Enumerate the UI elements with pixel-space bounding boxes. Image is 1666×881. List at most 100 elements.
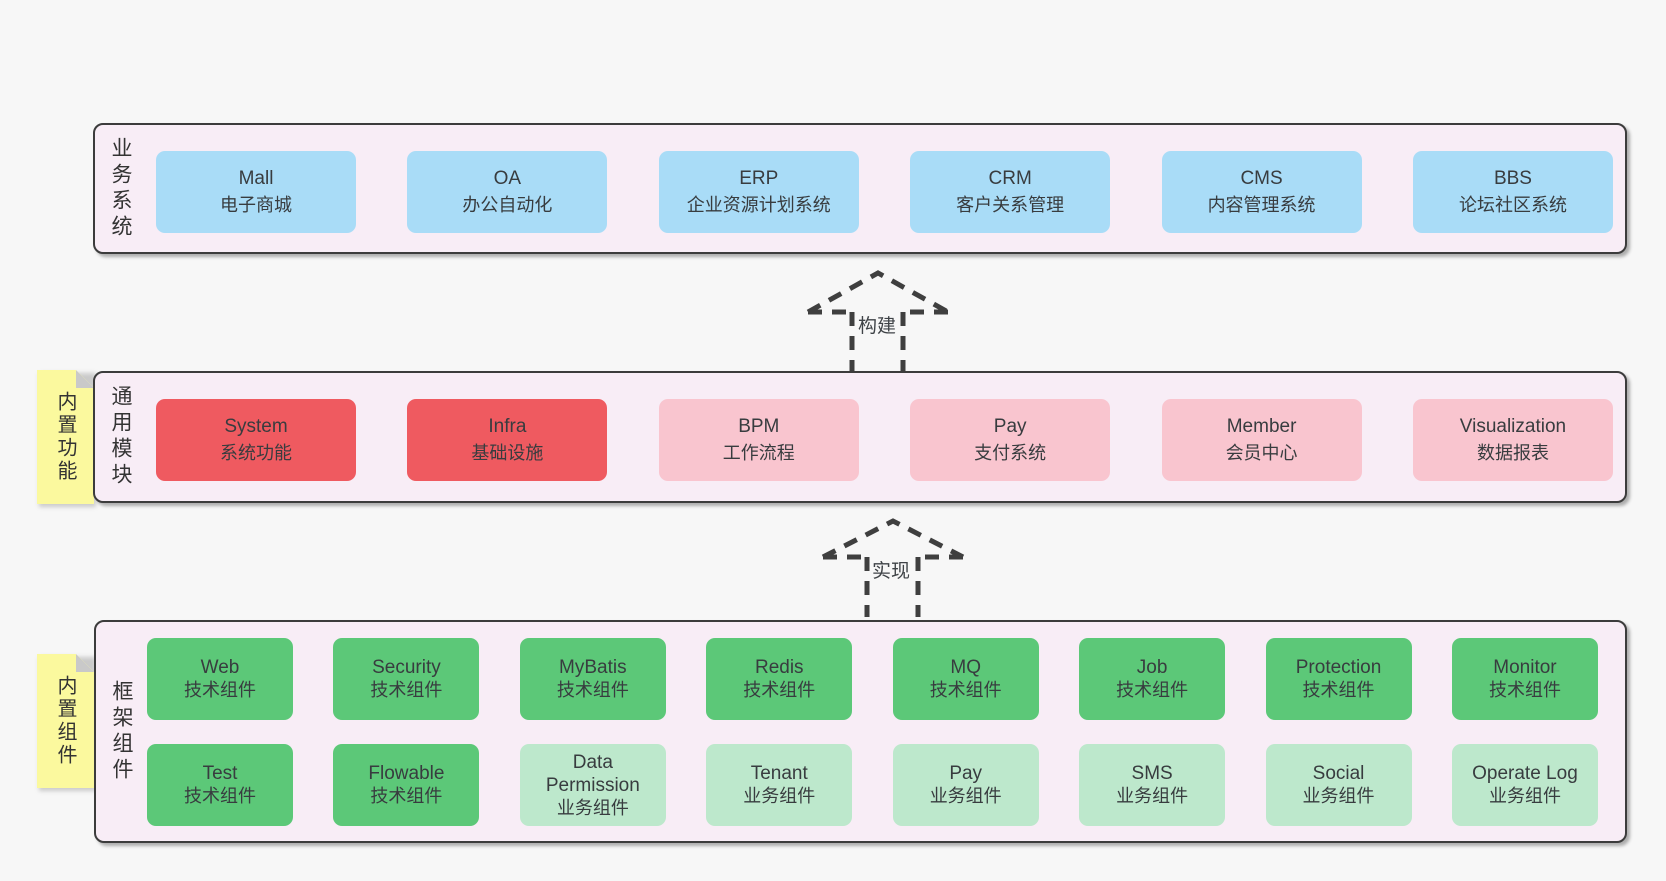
sticky-note-built-in-features: 内置功能 xyxy=(37,370,94,504)
box-subtitle: 数据报表 xyxy=(1476,443,1549,463)
panel-label-text: 业务系统 xyxy=(109,136,132,241)
box-pay-system: Pay 支付系统 xyxy=(910,399,1111,481)
box-monitor: Monitor 技术组件 xyxy=(1451,638,1598,720)
box-pay-component: Pay 业务组件 xyxy=(892,744,1039,826)
box-title: BBS xyxy=(1493,168,1532,189)
box-subtitle: 技术组件 xyxy=(743,680,816,700)
box-subtitle: 办公自动化 xyxy=(462,195,553,215)
box-security: Security 技术组件 xyxy=(333,638,480,720)
box-subtitle: 基础设施 xyxy=(471,443,544,463)
box-subtitle: 业务组件 xyxy=(1302,786,1375,806)
box-subtitle: 客户关系管理 xyxy=(956,195,1065,215)
box-title: OA xyxy=(493,168,522,189)
panel-label-business-systems: 业务系统 xyxy=(105,125,135,252)
box-subtitle: 业务组件 xyxy=(1488,786,1561,806)
box-title: Job xyxy=(1136,657,1168,678)
box-title: System xyxy=(224,416,288,437)
box-bbs: BBS 论坛社区系统 xyxy=(1412,151,1613,233)
box-subtitle: 论坛社区系统 xyxy=(1458,195,1567,215)
box-subtitle: 技术组件 xyxy=(370,786,443,806)
box-title: Data Permission xyxy=(545,751,640,796)
box-title: CRM xyxy=(988,168,1032,189)
panel-label-framework-components: 框架组件 xyxy=(106,622,136,841)
box-subtitle: 技术组件 xyxy=(556,680,629,700)
box-bpm: BPM 工作流程 xyxy=(658,399,859,481)
box-title: Tenant xyxy=(750,763,808,784)
box-subtitle: 支付系统 xyxy=(974,443,1047,463)
business-boxes-row: Mall 电子商城 OA 办公自动化 ERP 企业资源计划系统 CRM 客户关系… xyxy=(156,151,1613,233)
box-erp: ERP 企业资源计划系统 xyxy=(658,151,859,233)
box-subtitle: 业务组件 xyxy=(1116,786,1189,806)
box-title: Flowable xyxy=(368,763,445,784)
box-title: MyBatis xyxy=(559,657,627,678)
box-subtitle: 技术组件 xyxy=(929,680,1002,700)
box-subtitle: 业务组件 xyxy=(929,786,1002,806)
box-title: Pay xyxy=(949,763,983,784)
box-mybatis: MyBatis 技术组件 xyxy=(519,638,666,720)
box-subtitle: 技术组件 xyxy=(1302,680,1375,700)
box-subtitle: 技术组件 xyxy=(1488,680,1561,700)
box-title: Social xyxy=(1312,763,1365,784)
box-infra: Infra 基础设施 xyxy=(407,399,608,481)
box-redis: Redis 技术组件 xyxy=(706,638,853,720)
box-oa: OA 办公自动化 xyxy=(407,151,608,233)
box-operate-log: Operate Log 业务组件 xyxy=(1451,744,1598,826)
box-sms: SMS 业务组件 xyxy=(1079,744,1226,826)
box-protection: Protection 技术组件 xyxy=(1265,638,1412,720)
arrow-up-dashed-icon xyxy=(821,518,965,617)
box-title: Redis xyxy=(754,657,804,678)
box-cms: CMS 内容管理系统 xyxy=(1161,151,1362,233)
box-member: Member 会员中心 xyxy=(1161,399,1362,481)
box-mq: MQ 技术组件 xyxy=(892,638,1039,720)
box-subtitle: 企业资源计划系统 xyxy=(686,195,831,215)
box-title: Visualization xyxy=(1459,416,1567,437)
box-title: Test xyxy=(202,763,238,784)
box-subtitle: 电子商城 xyxy=(220,195,292,215)
box-subtitle: 业务组件 xyxy=(743,786,816,806)
box-subtitle: 内容管理系统 xyxy=(1207,195,1316,215)
arrow-up-dashed-icon xyxy=(806,270,950,372)
box-title: Mall xyxy=(238,168,274,189)
box-data-permission: Data Permission 业务组件 xyxy=(519,744,666,826)
panel-framework-components: 框架组件 Web 技术组件 Security 技术组件 MyBatis 技术组件… xyxy=(94,620,1627,843)
panel-label-text: 框架组件 xyxy=(110,679,133,784)
box-title: ERP xyxy=(739,168,779,189)
box-title: Monitor xyxy=(1493,657,1557,678)
box-subtitle: 技术组件 xyxy=(184,786,256,806)
box-flowable: Flowable 技术组件 xyxy=(333,744,480,826)
box-title: MQ xyxy=(950,657,981,678)
sticky-note-built-in-components: 内置组件 xyxy=(37,654,94,788)
panel-business-systems: 业务系统 Mall 电子商城 OA 办公自动化 ERP 企业资源计划系统 CRM… xyxy=(93,123,1627,254)
arrow-label-build: 构建 xyxy=(857,316,896,337)
box-title: Member xyxy=(1226,416,1297,437)
box-title: Pay xyxy=(993,416,1027,437)
sticky-label: 内置组件 xyxy=(54,675,76,767)
arrow-label-implement: 实现 xyxy=(871,561,910,582)
box-title: Infra xyxy=(488,416,527,437)
box-subtitle: 会员中心 xyxy=(1225,443,1298,463)
box-title: Operate Log xyxy=(1472,763,1578,784)
box-tenant: Tenant 业务组件 xyxy=(706,744,853,826)
box-subtitle: 业务组件 xyxy=(556,797,629,818)
box-subtitle: 系统功能 xyxy=(220,443,292,463)
box-subtitle: 技术组件 xyxy=(1116,680,1189,700)
box-title: SMS xyxy=(1131,763,1173,784)
box-test: Test 技术组件 xyxy=(147,744,293,826)
box-subtitle: 技术组件 xyxy=(370,680,443,700)
box-title: BPM xyxy=(738,416,780,437)
box-social: Social 业务组件 xyxy=(1265,744,1412,826)
box-visualization: Visualization 数据报表 xyxy=(1412,399,1613,481)
panel-label-common-modules: 通用模块 xyxy=(105,373,135,501)
box-mall: Mall 电子商城 xyxy=(156,151,356,233)
box-crm: CRM 客户关系管理 xyxy=(910,151,1111,233)
box-title: Web xyxy=(200,657,240,678)
box-title: CMS xyxy=(1240,168,1283,189)
panel-common-modules: 通用模块 System 系统功能 Infra 基础设施 BPM 工作流程 Pay… xyxy=(93,371,1627,503)
box-subtitle: 工作流程 xyxy=(722,443,795,463)
components-row-1: Web 技术组件 Security 技术组件 MyBatis 技术组件 Redi… xyxy=(147,638,1598,720)
box-web: Web 技术组件 xyxy=(147,638,293,720)
box-title: Protection xyxy=(1295,657,1382,678)
box-system: System 系统功能 xyxy=(156,399,356,481)
components-row-2: Test 技术组件 Flowable 技术组件 Data Permission … xyxy=(147,744,1598,826)
